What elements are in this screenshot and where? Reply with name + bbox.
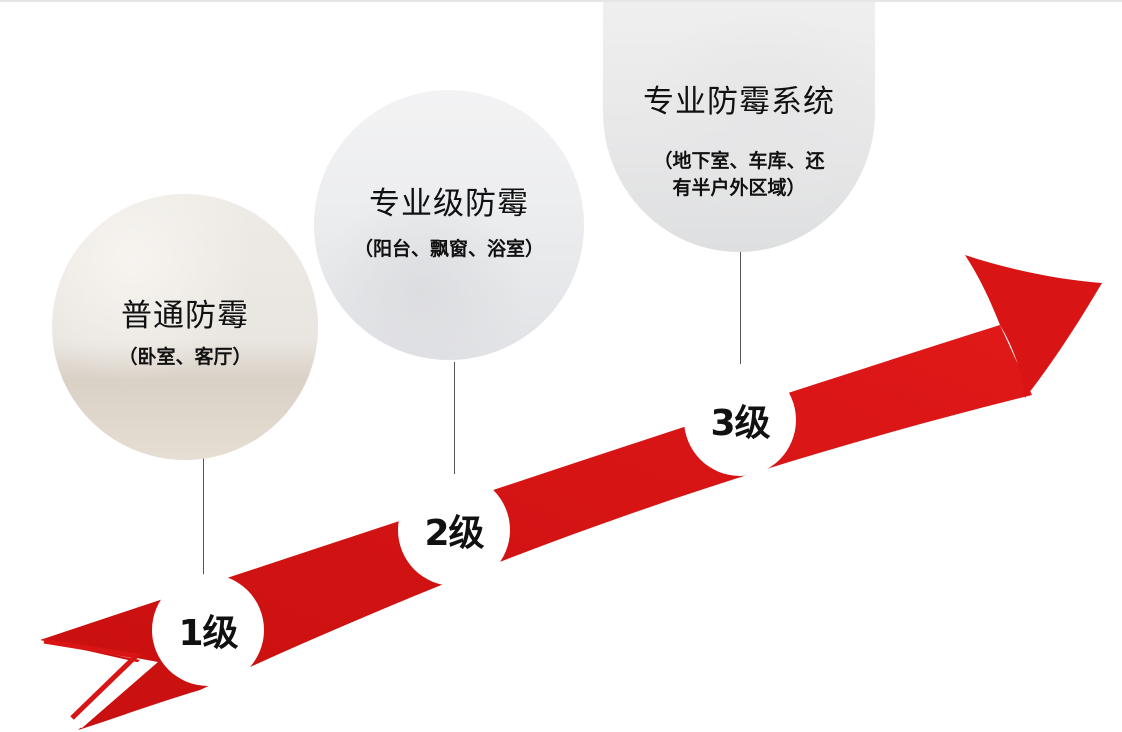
- level-1-badge: 1级: [152, 574, 264, 686]
- top-divider: [0, 0, 1122, 2]
- step-2-subtitle: （阳台、飘窗、浴室）: [314, 236, 584, 263]
- leader-line-3: [740, 248, 741, 408]
- step-1-subtitle: （卧室、客厅）: [52, 344, 318, 371]
- level-3-badge: 3级: [684, 364, 796, 476]
- step-1-title: 普通防霉: [121, 298, 249, 334]
- garage-cars-photo: [603, 2, 875, 252]
- step-3-subtitle: （地下室、车库、还 有半户外区域）: [603, 148, 875, 202]
- step-3-subtitle-line-2: 有半户外区域）: [672, 177, 806, 199]
- hand-washing-photo: [314, 90, 584, 360]
- arrow-tail-fold: [40, 640, 158, 728]
- step-2-title: 专业级防霉: [369, 186, 529, 222]
- leader-line-2: [454, 362, 455, 522]
- step-3-subtitle-line-1: （地下室、车库、还: [653, 150, 825, 172]
- leader-line-1: [203, 458, 204, 608]
- step-2-subtitle-line-1: （阳台、飘窗、浴室）: [353, 238, 544, 260]
- step-1-subtitle-line-1: （卧室、客厅）: [118, 346, 252, 368]
- step-1-circle: 普通防霉 （卧室、客厅）: [52, 194, 318, 460]
- step-2-circle: 专业级防霉 （阳台、飘窗、浴室）: [314, 90, 584, 360]
- arrow-head: [965, 255, 1102, 398]
- step-3-title: 专业防霉系统: [643, 84, 835, 120]
- step-3-circle: 专业防霉系统 （地下室、车库、还 有半户外区域）: [603, 2, 875, 252]
- living-room-photo: [52, 194, 318, 460]
- level-2-badge: 2级: [398, 474, 510, 586]
